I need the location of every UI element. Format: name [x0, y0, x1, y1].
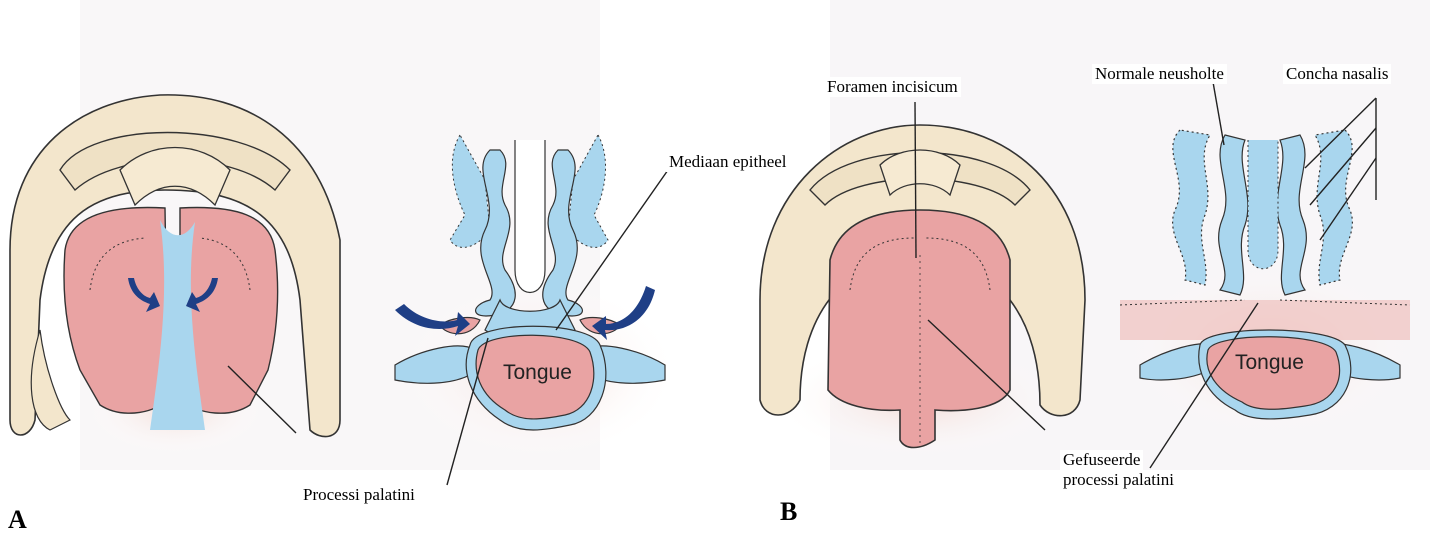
panel-letter-a: A — [8, 505, 27, 535]
label-gefuseerde-processi-palatini: processi palatini — [1060, 470, 1177, 490]
label-mediaan-epitheel: Mediaan epitheel — [666, 152, 790, 172]
label-gefuseerde: Gefuseerde — [1060, 450, 1143, 470]
label-processi-palatini: Processi palatini — [300, 485, 418, 505]
label-concha-nasalis: Concha nasalis — [1283, 64, 1391, 84]
tongue-label-a: Tongue — [503, 361, 572, 385]
palate-b — [760, 125, 1085, 460]
label-normale-neusholte: Normale neusholte — [1092, 64, 1227, 84]
panel-letter-b: B — [780, 497, 797, 527]
tongue-label-b: Tongue — [1235, 351, 1304, 375]
label-foramen-incisicum: Foramen incisicum — [824, 77, 961, 97]
